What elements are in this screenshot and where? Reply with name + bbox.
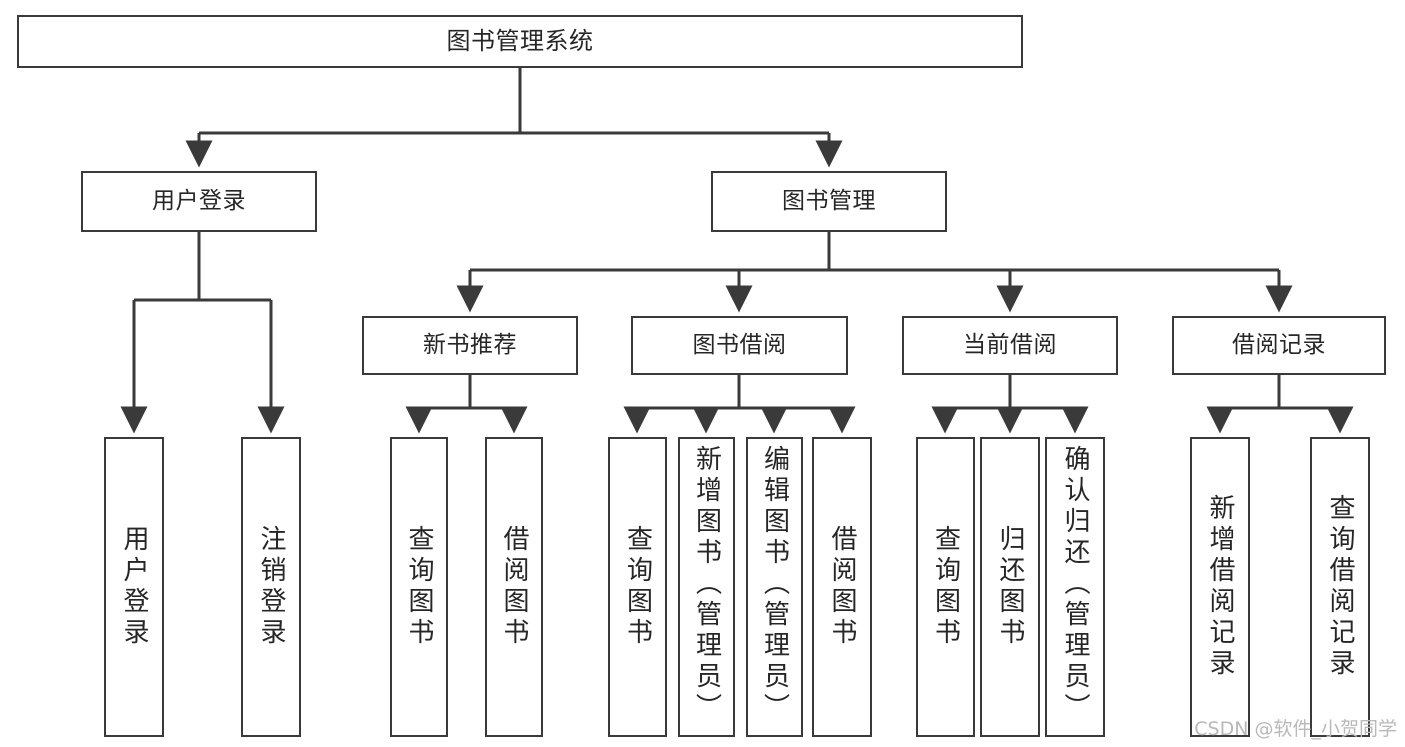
node-label: 查询图书 (622, 525, 653, 649)
node-label: 新书推荐 (423, 332, 517, 359)
node-label: 新增借阅记录 (1205, 494, 1236, 680)
node-label: 当前借阅 (963, 332, 1057, 359)
node-book-management[interactable]: 图书管理 (711, 171, 947, 232)
node-label: 借阅记录 (1232, 332, 1326, 359)
node-label: 图书管理 (782, 188, 876, 215)
leaf-edit-book-admin[interactable]: 编辑图书（管理员） (746, 437, 803, 737)
node-label: 用户登录 (152, 188, 246, 215)
watermark: CSDN @软件_小贺同学 (1194, 718, 1397, 740)
node-label: 新增图书（管理员） (691, 445, 722, 724)
node-label: 查询借阅记录 (1325, 494, 1356, 680)
leaf-add-book-admin[interactable]: 新增图书（管理员） (678, 437, 735, 737)
node-user-login[interactable]: 用户登录 (81, 171, 317, 232)
node-label: 查询图书 (930, 525, 961, 649)
leaf-query-borrow-record[interactable]: 查询借阅记录 (1310, 437, 1370, 737)
leaf-query-book-current[interactable]: 查询图书 (916, 437, 975, 737)
node-borrow-record[interactable]: 借阅记录 (1172, 316, 1386, 375)
node-root[interactable]: 图书管理系统 (17, 15, 1023, 68)
leaf-logout[interactable]: 注销登录 (241, 437, 301, 737)
leaf-user-login[interactable]: 用户登录 (104, 437, 164, 737)
node-label: 借阅图书 (827, 525, 858, 649)
leaf-borrow-book-recommend[interactable]: 借阅图书 (485, 437, 543, 737)
node-book-borrow[interactable]: 图书借阅 (631, 316, 848, 375)
leaf-query-book-recommend[interactable]: 查询图书 (390, 437, 448, 737)
node-label: 用户登录 (119, 525, 150, 649)
leaf-add-borrow-record[interactable]: 新增借阅记录 (1190, 437, 1250, 737)
node-label: 图书借阅 (692, 332, 787, 359)
leaf-query-book-borrow[interactable]: 查询图书 (608, 437, 667, 737)
node-label: 查询图书 (404, 525, 435, 649)
node-label: 借阅图书 (499, 525, 530, 649)
node-label: 编辑图书（管理员） (759, 445, 790, 724)
node-new-book-recommend[interactable]: 新书推荐 (362, 316, 578, 375)
node-label: 确认归还（管理员） (1060, 445, 1091, 724)
leaf-return-book[interactable]: 归还图书 (980, 437, 1040, 737)
node-label: 注销登录 (256, 525, 287, 649)
node-label: 图书管理系统 (446, 26, 594, 55)
leaf-confirm-return-admin[interactable]: 确认归还（管理员） (1045, 437, 1105, 737)
node-current-borrow[interactable]: 当前借阅 (902, 316, 1118, 375)
node-label: 归还图书 (995, 525, 1026, 649)
leaf-borrow-book[interactable]: 借阅图书 (812, 437, 872, 737)
